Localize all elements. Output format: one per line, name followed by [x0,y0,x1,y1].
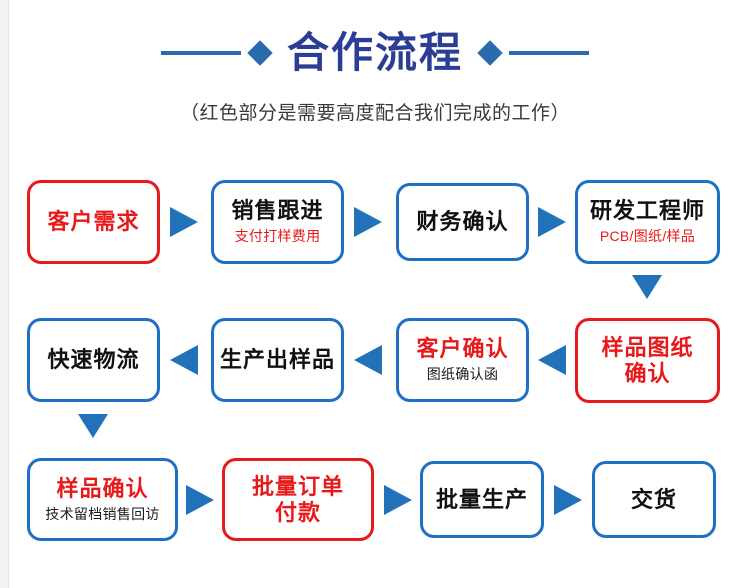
flow-step-subtitle: PCB/图纸/样品 [599,228,696,245]
arrow-row1-step2-to-step3 [354,207,382,237]
flow-step-customer-requirement[interactable]: 客户需求 [27,180,160,264]
flow-step-title: 生产出样品 [220,347,336,373]
flow-step-title: 客户需求 [47,209,140,235]
arrow-row3-step3-to-step4 [554,485,582,515]
flow-step-finance-confirm[interactable]: 财务确认 [396,183,529,261]
title-right-rule [509,51,589,55]
flow-step-sample-confirm[interactable]: 样品确认 技术留档销售回访 [27,458,178,541]
page-title: 合作流程 [286,29,463,76]
flow-step-title: 研发工程师 [589,198,705,224]
flow-step-title: 快速物流 [47,347,140,373]
arrow-row2-step2-to-step1 [170,345,198,375]
left-gutter-strip [0,0,9,588]
flow-step-title: 批量生产 [435,486,528,512]
flow-step-title: 样品图纸 确认 [601,334,694,386]
diamond-icon [247,40,273,66]
arrow-row2-step3-to-step2 [354,345,382,375]
flow-step-title: 客户确认 [416,336,509,362]
flow-step-delivery[interactable]: 交货 [592,461,716,538]
arrow-row1-step1-to-step2 [170,207,198,237]
flow-step-title: 销售跟进 [231,198,324,224]
flow-step-title: 批量订单 付款 [251,473,344,525]
flow-step-mass-production[interactable]: 批量生产 [420,461,544,538]
arrow-row2-to-row3 [78,414,108,438]
flow-step-subtitle: 技术留档销售回访 [45,505,160,522]
page-subtitle: （红色部分是需要高度配合我们完成的工作） [179,103,570,124]
flow-step-title: 交货 [630,486,677,512]
flow-step-bulk-order-payment[interactable]: 批量订单 付款 [222,458,374,541]
arrow-row3-step2-to-step3 [384,485,412,515]
flow-step-subtitle: 支付打样费用 [234,228,321,245]
flow-step-rd-engineer[interactable]: 研发工程师 PCB/图纸/样品 [575,180,720,264]
arrow-row3-step1-to-step2 [186,485,214,515]
diamond-icon [477,40,503,66]
arrow-row2-step4-to-step3 [538,345,566,375]
title-row: 合作流程 [0,24,750,82]
flow-step-fast-logistics[interactable]: 快速物流 [27,318,160,402]
flow-step-customer-confirm[interactable]: 客户确认 图纸确认函 [396,318,529,402]
flow-step-sales-followup[interactable]: 销售跟进 支付打样费用 [211,180,344,264]
arrow-row1-to-row2 [632,275,662,299]
flow-step-subtitle: 图纸确认函 [426,366,499,383]
title-left-rule [160,51,241,55]
header: 合作流程 （红色部分是需要高度配合我们完成的工作） [0,24,750,125]
flow-step-sample-drawing-confirm[interactable]: 样品图纸 确认 [575,318,720,403]
flow-step-title: 财务确认 [416,209,509,235]
flow-step-produce-sample[interactable]: 生产出样品 [211,318,344,402]
flow-step-title: 样品确认 [56,475,149,501]
arrow-row1-step3-to-step4 [538,207,566,237]
